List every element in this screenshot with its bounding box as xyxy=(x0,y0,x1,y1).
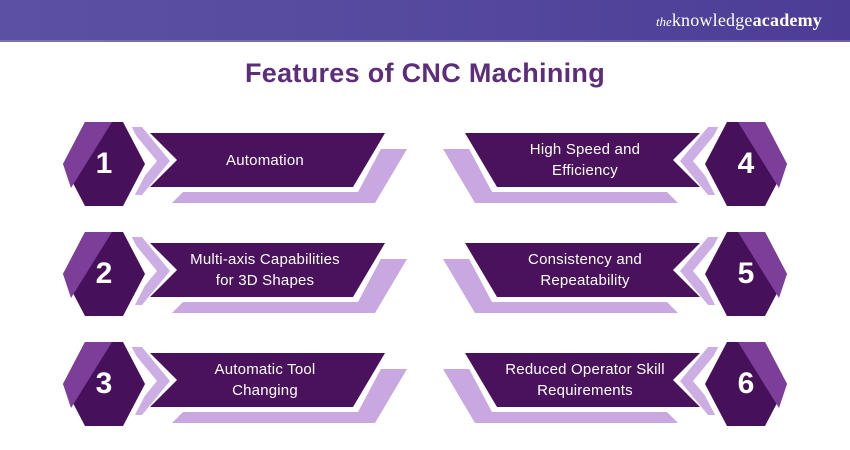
feature-1-graphic xyxy=(57,116,407,212)
chevron-accent-shape xyxy=(680,237,721,305)
hexagon-highlight-shape xyxy=(738,122,787,188)
knowledge-academy-logo: theknowledgeacademy xyxy=(656,10,850,31)
feature-item-5: 5 Consistency and Repeatability xyxy=(405,225,795,325)
page-title: Features of CNC Machining xyxy=(244,58,606,88)
feature-number: 6 xyxy=(737,367,755,400)
banner-shape xyxy=(465,133,700,187)
feature-item-6: 6 Reduced Operator Skill Requirements xyxy=(405,335,795,435)
hexagon-highlight-shape xyxy=(63,122,112,188)
feature-2-graphic xyxy=(57,226,407,322)
feature-3-graphic xyxy=(57,336,407,432)
hexagon-highlight-shape xyxy=(63,232,112,298)
feature-label: Automation xyxy=(226,151,304,169)
banner-shape xyxy=(150,353,385,407)
feature-6-graphic xyxy=(443,336,793,432)
feature-number: 3 xyxy=(95,367,113,400)
hexagon-highlight-shape xyxy=(63,342,112,408)
chevron-accent-shape xyxy=(129,127,170,195)
hexagon-highlight-shape xyxy=(738,232,787,298)
chevron-accent-shape xyxy=(680,127,721,195)
feature-number: 4 xyxy=(737,147,755,180)
banner-shape xyxy=(150,243,385,297)
chevron-accent-shape xyxy=(680,347,721,415)
logo-part-the: the xyxy=(655,13,672,29)
feature-number: 5 xyxy=(737,257,755,290)
feature-4-graphic xyxy=(443,116,793,212)
logo-part-academy: academy xyxy=(752,9,822,30)
banner-shape xyxy=(465,353,700,407)
feature-item-1: 1 Automation xyxy=(55,115,445,215)
banner-shape xyxy=(465,243,700,297)
feature-item-2: 2 Multi-axis Capabilities for 3D Shapes xyxy=(55,225,445,325)
feature-label: High Speed and Efficiency xyxy=(529,141,641,179)
chevron-accent-shape xyxy=(129,347,170,415)
logo-part-knowledge: knowledge xyxy=(671,9,753,30)
feature-number: 1 xyxy=(95,147,113,180)
banner-shape xyxy=(150,133,385,187)
feature-number: 2 xyxy=(95,257,113,290)
feature-5-graphic xyxy=(443,226,793,322)
chevron-accent-shape xyxy=(129,237,170,305)
feature-label: Automatic Tool Changing xyxy=(214,361,316,399)
feature-label: Multi-axis Capabilities for 3D Shapes xyxy=(190,251,340,289)
feature-label: Reduced Operator Skill Requirements xyxy=(505,361,665,399)
feature-item-3: 3 Automatic Tool Changing xyxy=(55,335,445,435)
feature-label: Consistency and Repeatability xyxy=(528,251,642,289)
top-brand-bar: theknowledgeacademy xyxy=(0,0,850,42)
feature-item-4: 4 High Speed and Efficiency xyxy=(405,115,795,215)
hexagon-highlight-shape xyxy=(738,342,787,408)
